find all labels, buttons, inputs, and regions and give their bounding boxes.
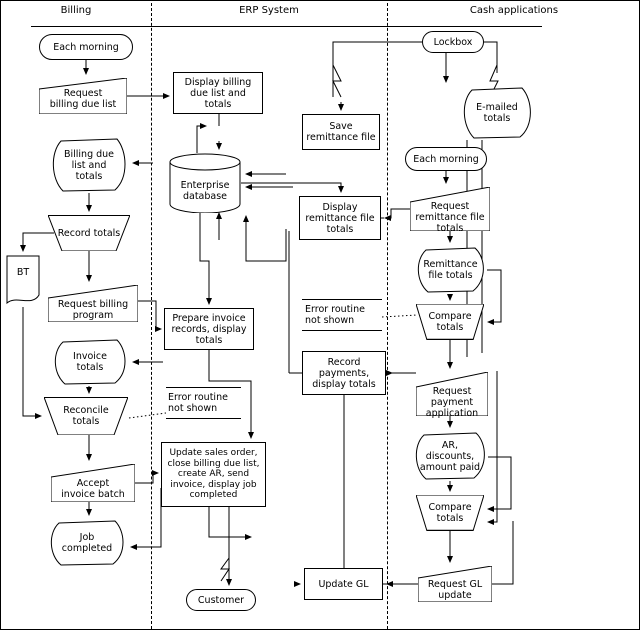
node-request-remittance-file-totals[interactable]: Request remittance file totals [410,187,490,234]
node-request-billing-program[interactable]: Request billing program [48,285,138,322]
node-label: Job completed [61,532,113,554]
node-label: Update sales order, close billing due li… [167,448,260,501]
node-label: Save remittance file [306,121,376,143]
node-enterprise-database[interactable]: Enterprise database [169,153,241,213]
node-each-morning-billing[interactable]: Each morning [39,34,133,60]
node-label: Request payment application [425,385,479,419]
node-label: Compare totals [428,502,472,524]
node-lockbox[interactable]: Lockbox [422,31,484,53]
node-update-gl[interactable]: Update GL [304,568,383,600]
node-label: Remittance file totals [423,259,478,281]
lane-divider-right [387,3,388,629]
node-invoice-totals[interactable]: Invoice totals [51,338,129,386]
node-label: Display remittance file totals [305,201,375,235]
node-accept-invoice-batch[interactable]: Accept invoice batch [51,464,135,502]
note-error-routine-cash: Error routine not shown [302,299,382,331]
node-label: Billing due list and totals [63,148,115,182]
node-label: Invoice totals [73,351,107,373]
node-label: Customer [197,594,245,606]
node-label: Update GL [318,578,369,590]
node-label: AR, discounts, amount paid [419,439,481,473]
note-error-routine-erp: Error routine not shown [166,387,241,419]
note-label: Error routine not shown [168,392,228,414]
node-request-gl-update[interactable]: Request GL update [418,566,492,602]
node-label: Compare totals [428,311,472,333]
node-label: Request billing due list [49,87,117,110]
node-compare-totals-1[interactable]: Compare totals [416,304,484,340]
node-label: Each morning [53,41,119,53]
node-customer[interactable]: Customer [186,589,256,611]
node-ar-discounts-amount-paid[interactable]: AR, discounts, amount paid [412,431,488,481]
node-compare-totals-2[interactable]: Compare totals [416,495,484,531]
lane-rule-billing [31,26,151,27]
node-record-payments-display-totals[interactable]: Record payments, display totals [302,351,386,395]
node-label: Request billing program [57,298,129,321]
node-billing-due-list-and-totals[interactable]: Billing due list and totals [49,137,129,193]
lane-divider-left [151,3,152,629]
node-label: Prepare invoice records, display totals [171,312,247,346]
node-bt-document[interactable]: BT [6,255,40,307]
node-remittance-file-totals[interactable]: Remittance file totals [414,246,487,294]
node-job-completed[interactable]: Job completed [47,519,127,567]
node-label: Record payments, display totals [312,356,376,390]
node-display-billing-due-list-totals[interactable]: Display billing due list and totals [173,72,263,114]
node-record-totals[interactable]: Record totals [48,215,130,251]
lane-title-erp-system: ERP System [239,5,299,16]
node-label: Record totals [57,227,121,239]
node-label: Each morning [413,153,479,165]
node-label: E-mailed totals [476,102,518,124]
node-prepare-invoice-records[interactable]: Prepare invoice records, display totals [164,308,254,350]
node-label: Request remittance file totals [415,200,485,234]
lane-title-cash-applications: Cash applications [469,5,559,16]
lane-rule-cash [387,26,542,27]
note-label: Error routine not shown [305,304,365,326]
lane-rule-erp [151,26,387,27]
node-display-remittance-file-totals[interactable]: Display remittance file totals [299,196,381,240]
node-label: BT [16,267,30,278]
node-update-sales-order[interactable]: Update sales order, close billing due li… [161,442,266,507]
node-label: Display billing due list and totals [184,76,252,110]
node-request-billing-due-list[interactable]: Request billing due list [39,78,127,114]
node-label: Reconcile totals [63,405,109,427]
node-each-morning-cash[interactable]: Each morning [405,147,487,171]
node-emailed-totals[interactable]: E-mailed totals [460,86,534,140]
node-request-payment-application[interactable]: Request payment application [416,372,488,419]
node-reconcile-totals[interactable]: Reconcile totals [44,397,128,435]
node-label: Accept invoice batch [61,478,125,500]
node-label: Request GL update [427,579,483,601]
node-label: Enterprise database [180,180,230,202]
node-save-remittance-file[interactable]: Save remittance file [302,114,380,150]
lane-title-billing: Billing [60,5,92,16]
node-label: Lockbox [433,36,473,48]
